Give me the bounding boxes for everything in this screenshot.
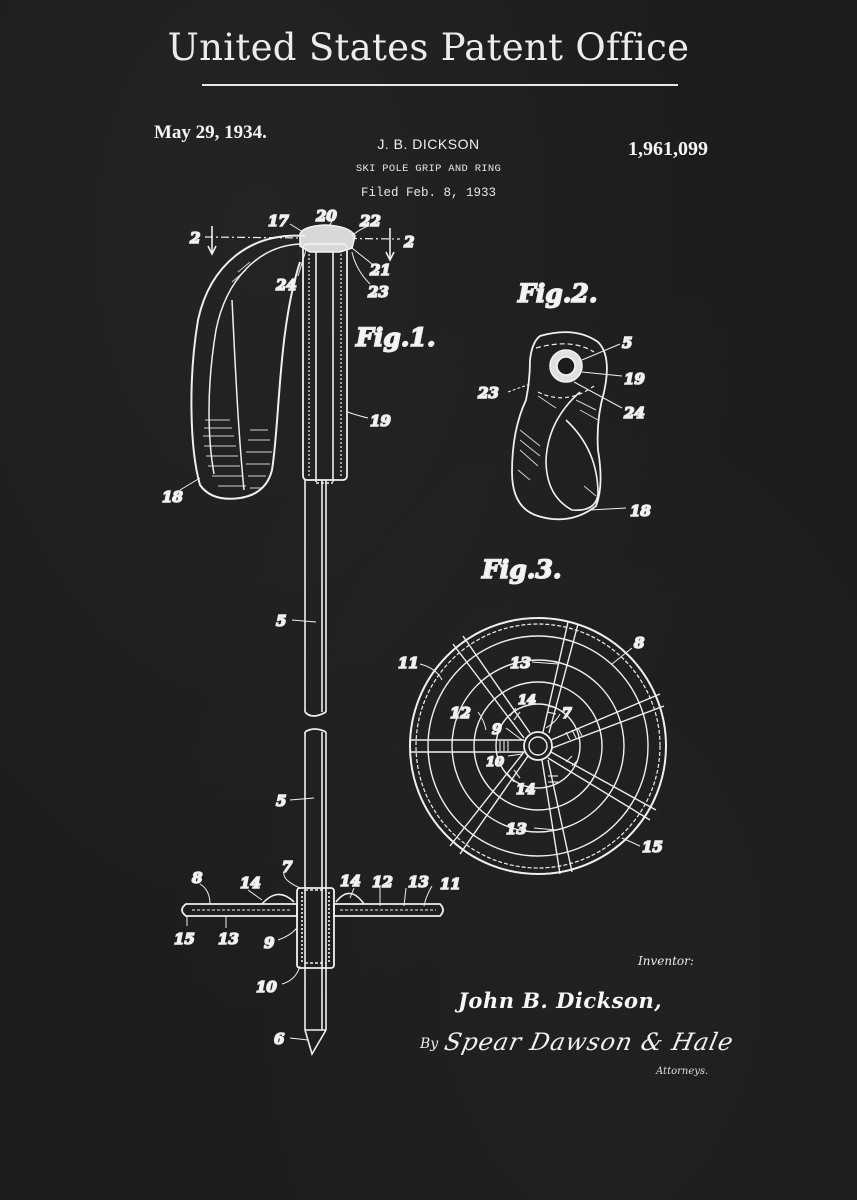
- reference-numeral: 6: [274, 1030, 285, 1048]
- reference-numeral: 24: [623, 404, 645, 422]
- reference-numeral: 9: [264, 934, 275, 952]
- section-mark-2-left: 2: [189, 229, 200, 247]
- reference-numeral: 13: [506, 820, 527, 838]
- reference-numeral: 15: [174, 930, 195, 948]
- attorneys-caption: Attorneys.: [656, 1066, 709, 1077]
- attorneys-signature: Spear Dawson & Hale: [442, 1028, 737, 1056]
- office-title: United States Patent Office: [167, 26, 690, 69]
- fig3-drawing: 11 8 13 12 14 7 9 10 14 13 15 Fig.3.: [397, 554, 667, 875]
- patent-date: May 29, 1934.: [154, 122, 267, 143]
- by-label: By: [420, 1036, 439, 1052]
- reference-numeral: 7: [562, 706, 572, 722]
- reference-numeral: 20: [315, 207, 337, 225]
- reference-numeral: 23: [477, 384, 499, 402]
- reference-numeral: 13: [510, 654, 531, 672]
- reference-numeral: 23: [367, 283, 389, 301]
- filed-date: Filed Feb. 8, 1933: [360, 186, 497, 200]
- reference-numeral: 14: [240, 874, 261, 892]
- fig2-drawing: 5 19 23 24 18 Fig.2.: [476, 278, 652, 521]
- reference-numeral: 22: [359, 212, 381, 230]
- reference-numeral: 12: [372, 873, 393, 891]
- reference-numeral: 10: [256, 978, 277, 996]
- reference-numeral: 21: [369, 261, 391, 279]
- reference-numeral: 7: [282, 858, 293, 876]
- reference-numeral: 12: [450, 704, 471, 722]
- reference-numeral: 19: [624, 370, 645, 388]
- fig1-title: Fig.1.: [355, 323, 436, 352]
- reference-numeral: 14: [340, 872, 361, 890]
- title-rule: [202, 84, 678, 86]
- reference-numeral: 11: [440, 875, 461, 893]
- reference-numeral: 13: [218, 930, 239, 948]
- reference-numeral: 14: [516, 782, 535, 798]
- fig2-title: Fig.2.: [517, 279, 598, 308]
- reference-numeral: 8: [634, 634, 645, 652]
- reference-numeral: 18: [162, 488, 183, 506]
- reference-numeral: 11: [398, 654, 419, 672]
- reference-numeral: 5: [622, 334, 632, 352]
- patent-number: 1,961,099: [628, 138, 708, 160]
- reference-numeral: 19: [370, 412, 391, 430]
- patent-subject: SKI POLE GRIP AND RING: [355, 163, 502, 175]
- fig3-title: Fig.3.: [481, 555, 562, 584]
- reference-numeral: 24: [275, 276, 297, 294]
- inventor-header: J. B. DICKSON: [377, 136, 480, 152]
- section-mark-2-right: 2: [403, 233, 414, 251]
- reference-numeral: 15: [642, 838, 663, 856]
- reference-numeral: 9: [492, 722, 502, 738]
- reference-numeral: 14: [518, 693, 536, 708]
- reference-numeral: 17: [268, 212, 289, 230]
- reference-numeral: 10: [486, 755, 504, 770]
- fig1-drawing: 2 2 17 20 22 21 23 24 19 18 5 5 8 14 7 1…: [161, 206, 462, 1057]
- inventor-caption: Inventor:: [638, 954, 694, 968]
- inventor-name: John B. Dickson,: [458, 988, 663, 1013]
- reference-numeral: 13: [408, 873, 429, 891]
- reference-numeral: 5: [276, 792, 286, 810]
- reference-numeral: 18: [630, 502, 651, 520]
- reference-numeral: 8: [192, 869, 203, 887]
- reference-numeral: 5: [276, 612, 286, 630]
